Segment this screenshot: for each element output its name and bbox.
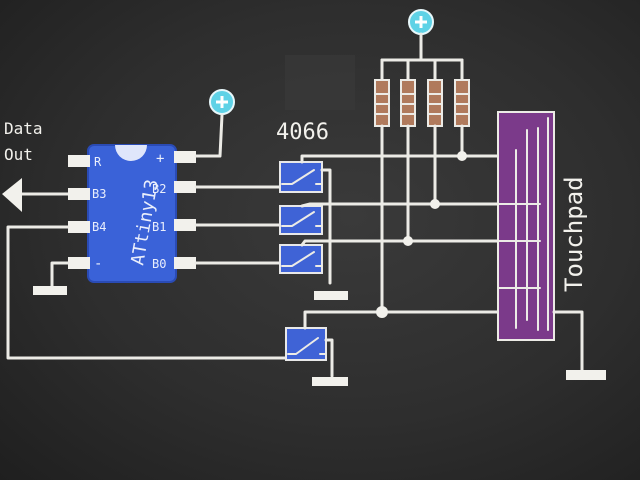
- pin-minus-label: -: [94, 256, 102, 272]
- pullup-power-icon: [408, 9, 434, 35]
- touchpad-gnd-wire: [552, 310, 584, 372]
- svg-text:Data: Data: [4, 119, 43, 138]
- switch-chip-label: 4066: [276, 120, 329, 145]
- ground-icon: [33, 286, 67, 295]
- analog-switch-2: [279, 205, 323, 235]
- pin-b0-label: B0: [152, 257, 166, 271]
- pin-b3-label: B3: [92, 187, 106, 201]
- row1-wire: [300, 154, 529, 164]
- resistor-array: [374, 79, 470, 127]
- power-supply-icon: [209, 89, 235, 115]
- analog-switch-3: [279, 244, 323, 274]
- touchpad: [497, 111, 555, 341]
- pin-b2-label: B2: [152, 182, 166, 196]
- row2-wire: [300, 202, 517, 208]
- analog-switch-4: [285, 327, 327, 361]
- ground-icon: [314, 291, 348, 300]
- pin-plus-label: +: [156, 151, 164, 167]
- row3-wire: [300, 239, 529, 247]
- junction-dots: [376, 151, 467, 318]
- switch4-gnd-wire: [324, 338, 334, 378]
- switch-gnd-wire: [320, 168, 332, 285]
- chip-vcc-wire: [194, 113, 224, 158]
- touchpad-label: Touchpad: [560, 176, 588, 292]
- erased-smudge: [285, 55, 355, 110]
- row4-wire: [303, 310, 540, 330]
- pin-b4-label: B4: [92, 220, 106, 234]
- data-out-label: Data Out: [4, 119, 43, 164]
- pin-r-label: R: [94, 155, 102, 169]
- svg-text:Out: Out: [4, 145, 33, 164]
- analog-switch-1: [279, 161, 323, 193]
- pin-b1-label: B1: [152, 220, 166, 234]
- b4-wire: [6, 225, 290, 360]
- data-out-arrow-icon: [2, 178, 22, 212]
- ground-icon: [566, 370, 606, 380]
- ground-icon: [312, 377, 348, 386]
- chip-gnd-wire: [50, 261, 70, 289]
- attiny13-chip: R B3 B4 - + B2 B1 B0 ATtiny13: [68, 144, 196, 283]
